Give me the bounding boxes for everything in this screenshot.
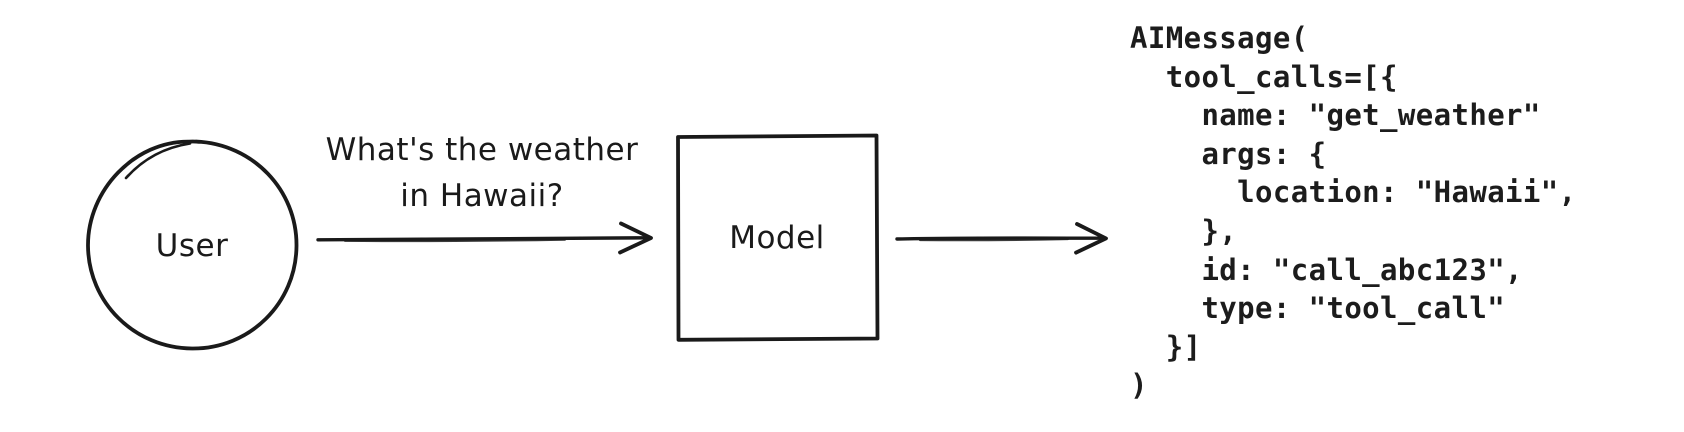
request-arrow: [316, 221, 653, 255]
user-label: User: [155, 228, 229, 264]
user-circle-shape: [86, 139, 299, 351]
request-caption-line-2: in Hawaii?: [400, 178, 564, 214]
request-arrow-caption: What's the weather in Hawaii?: [312, 127, 652, 219]
request-caption-line-1: What's the weather: [325, 132, 639, 168]
model-box-shape: [676, 133, 880, 342]
model-label: Model: [729, 220, 825, 256]
response-arrow: [895, 222, 1108, 255]
ai-message-code-block: AIMessage( tool_calls=[{ name: "get_weat…: [1130, 21, 1577, 403]
